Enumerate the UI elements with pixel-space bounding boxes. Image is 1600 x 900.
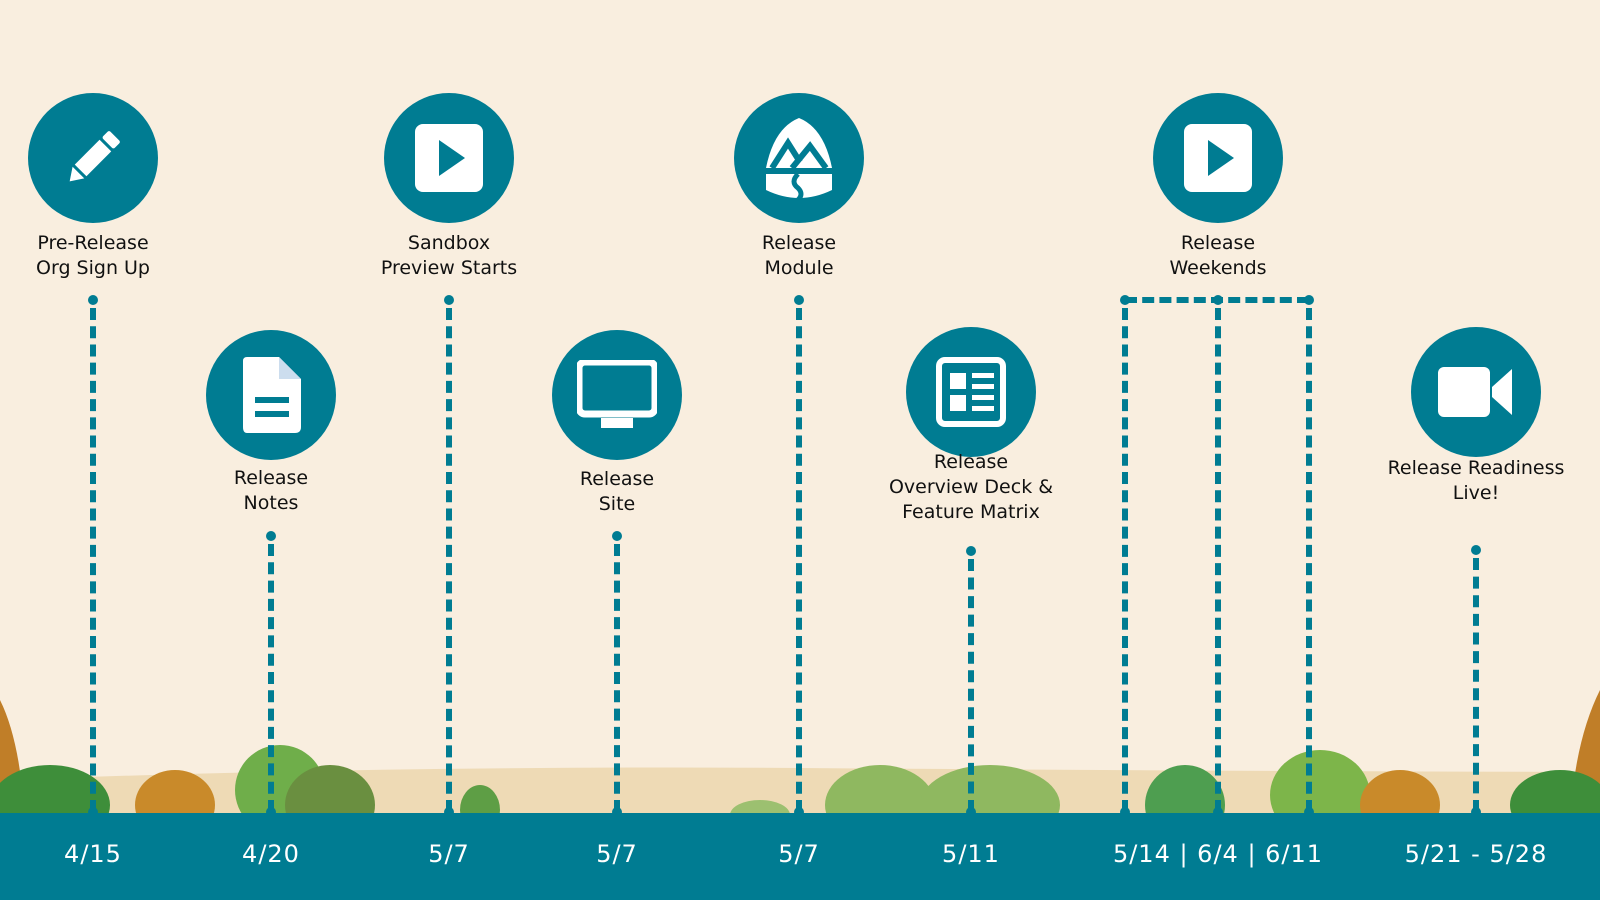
play-icon <box>1184 124 1252 192</box>
video-camera-icon <box>1438 365 1514 419</box>
milestone-label-line: Notes <box>243 492 299 514</box>
connector-dot <box>1304 295 1314 305</box>
milestone-circle <box>28 93 158 223</box>
milestone-label-line: Sandbox <box>407 232 491 254</box>
milestone-label-line: Release <box>579 468 655 490</box>
milestone-date: 5/14 | 6/4 | 6/11 <box>1112 840 1324 868</box>
connector-dot <box>966 546 976 556</box>
milestone-label-line: Org Sign Up <box>36 257 150 279</box>
dashed-connector <box>446 308 452 812</box>
monitor-icon <box>577 360 657 430</box>
milestone-date: 5/11 <box>942 840 1000 868</box>
connector-end-dot <box>966 807 976 817</box>
dashed-connector <box>968 559 974 812</box>
connector-dot <box>88 295 98 305</box>
milestone-date: 5/7 <box>596 840 638 868</box>
dashed-connector <box>796 308 802 812</box>
foliage-illustration <box>0 690 1600 820</box>
milestone-label-line: Feature Matrix <box>902 501 1040 523</box>
milestone-label-line: Release Readiness <box>1387 457 1565 479</box>
milestone-label-line: Weekends <box>1169 257 1267 279</box>
connector-end-dot <box>1213 807 1223 817</box>
dashed-connector <box>1122 308 1128 812</box>
milestone-date: 5/21 - 5/28 <box>1404 840 1548 868</box>
date-bar <box>0 813 1600 900</box>
dashed-connector <box>90 308 96 812</box>
document-icon <box>239 357 303 433</box>
milestone-label-line: Site <box>598 493 636 515</box>
connector-end-dot <box>612 807 622 817</box>
play-icon <box>415 124 483 192</box>
connector-dot <box>794 295 804 305</box>
milestone-circle <box>734 93 864 223</box>
milestone-circle <box>1153 93 1283 223</box>
newspaper-icon <box>936 357 1006 427</box>
dashed-connector <box>268 544 274 812</box>
dashed-connector <box>1473 558 1479 812</box>
milestone-date: 5/7 <box>428 840 470 868</box>
connector-dot <box>612 531 622 541</box>
connector-dot <box>266 531 276 541</box>
connector-end-dot <box>794 807 804 817</box>
milestone-label-line: Release <box>1180 232 1256 254</box>
milestone-label-line: Release <box>933 451 1009 473</box>
dashed-connector <box>1215 308 1221 812</box>
milestone-circle <box>906 327 1036 457</box>
milestone-label-line: Live! <box>1452 482 1500 504</box>
connector-end-dot <box>1120 807 1130 817</box>
milestone-label-line: Overview Deck & <box>888 476 1054 498</box>
milestone-label-line: Pre-Release <box>37 232 149 254</box>
connector-dot <box>1471 545 1481 555</box>
pencil-icon <box>60 125 126 191</box>
milestone-circle <box>206 330 336 460</box>
milestone-label-line: Preview Starts <box>380 257 518 279</box>
milestone-label-line: Release <box>233 467 309 489</box>
milestone-date: 4/20 <box>242 840 300 868</box>
milestone-circle <box>552 330 682 460</box>
dashed-connector <box>1306 308 1312 812</box>
milestone-label-line: Module <box>764 257 834 279</box>
connector-end-dot <box>1471 807 1481 817</box>
milestone-circle <box>384 93 514 223</box>
milestone-label-line: Release <box>761 232 837 254</box>
milestone-date: 5/7 <box>778 840 820 868</box>
connector-end-dot <box>1304 807 1314 817</box>
dashed-connector <box>614 544 620 812</box>
milestone-circle <box>1411 327 1541 457</box>
weekends-bracket <box>1125 297 1309 303</box>
connector-end-dot <box>88 807 98 817</box>
trailhead-mountain-icon <box>764 118 834 198</box>
connector-end-dot <box>444 807 454 817</box>
connector-dot <box>444 295 454 305</box>
connector-end-dot <box>266 807 276 817</box>
milestone-date: 4/15 <box>64 840 122 868</box>
